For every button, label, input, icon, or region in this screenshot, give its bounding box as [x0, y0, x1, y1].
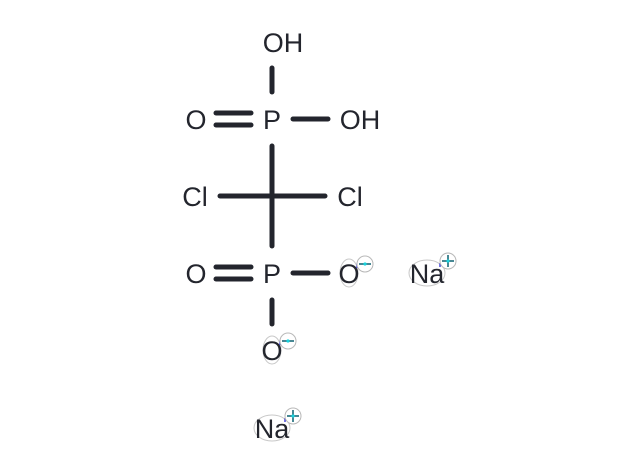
atom-top-oh: OH: [263, 28, 304, 58]
atom-lower-o-bottom: O: [261, 336, 282, 366]
atom-lower-p: P: [263, 259, 281, 289]
atom-highlight-ring: [408, 259, 446, 287]
atom-lower-o: O: [185, 259, 206, 289]
plus-charge-icon: [439, 252, 457, 270]
atom-upper-p: P: [263, 105, 281, 135]
charges: [279, 252, 457, 425]
atoms: OH O P OH Cl Cl O P O O Na Na: [182, 28, 446, 444]
atom-highlight-ring: [262, 335, 282, 365]
atom-highlight-ring: [253, 414, 291, 442]
atom-na-right: Na: [410, 259, 445, 289]
bonds: [213, 65, 331, 327]
atom-highlight-ring: [339, 258, 359, 288]
atom-cl-right: Cl: [337, 182, 363, 212]
minus-charge-icon: [356, 255, 374, 273]
atom-lower-o-right: O: [338, 259, 359, 289]
atom-upper-o: O: [185, 105, 206, 135]
atom-cl-left: Cl: [182, 182, 208, 212]
minus-charge-icon: [279, 332, 297, 350]
atom-upper-oh: OH: [340, 105, 381, 135]
atom-na-bottom: Na: [255, 414, 290, 444]
plus-charge-icon: [284, 407, 302, 425]
